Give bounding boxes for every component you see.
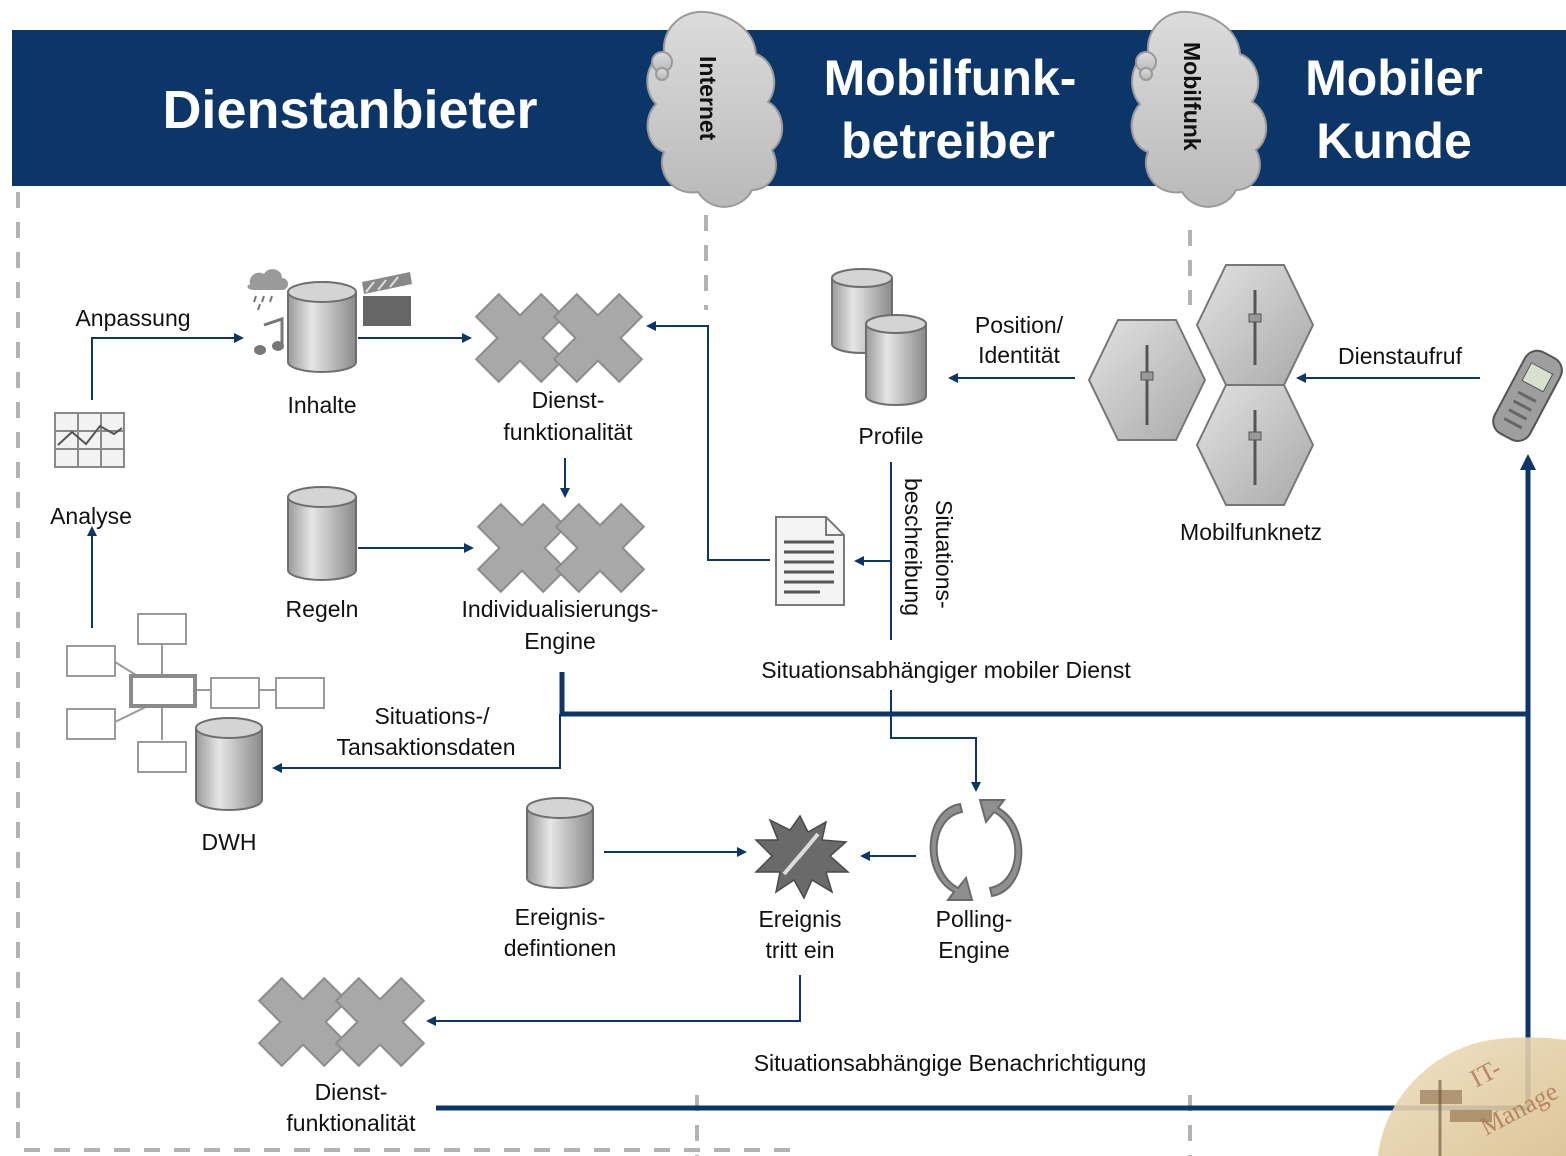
label-ereignis-def-line1: Ereignis- [515, 904, 606, 930]
label-engine-line2: Engine [524, 628, 596, 654]
label-analyse: Analyse [50, 503, 132, 529]
arrow-anpassung [91, 333, 244, 400]
schema-diagram-icon [66, 613, 325, 773]
label-ereignis-line2: tritt ein [765, 937, 834, 963]
arrow-to-polling [890, 690, 981, 792]
label-notification: Situationsabhängige Benachrichtigung [754, 1050, 1147, 1076]
label-dienst-top-line1: Dienst- [532, 387, 605, 413]
boundary-lines [16, 192, 1192, 1156]
header-operator-line2: betreiber [841, 113, 1055, 169]
it-management-logo: IT- Manage [1378, 1037, 1566, 1156]
label-position-line1: Position/ [975, 312, 1064, 338]
label-situation-line2: beschreibung [900, 478, 926, 616]
label-position-line2: Identität [978, 342, 1060, 368]
arrow-document-dienst [646, 321, 770, 561]
label-polling-line2: Engine [938, 937, 1010, 963]
label-dienst-bottom-line1: Dienst- [315, 1079, 388, 1105]
internet-cloud-icon [646, 10, 784, 208]
label-situation-line1: Situations- [931, 500, 957, 609]
label-trans-line2: Tansaktionsdaten [336, 734, 515, 760]
label-ereignis-def-line2: defintionen [504, 935, 617, 961]
service-puzzle-icon-top [474, 292, 644, 384]
label-trans-line1: Situations-/ [374, 703, 490, 729]
label-ereignis-line1: Ereignis [758, 906, 841, 932]
label-profile: Profile [858, 423, 923, 449]
service-puzzle-icon-bottom [257, 976, 426, 1068]
label-mobile-service: Situationsabhängiger mobiler Dienst [761, 657, 1131, 683]
regeln-database-icon [287, 486, 357, 581]
label-dienst-bottom-line2: funktionalität [286, 1110, 416, 1136]
label-dienstaufruf: Dienstaufruf [1338, 343, 1463, 369]
mobile-phone-icon [1492, 349, 1563, 442]
label-engine-line1: Individualisierungs- [462, 596, 659, 622]
cloud-mobile-label: Mobilfunk [1179, 42, 1205, 151]
label-mobilfunknetz: Mobilfunknetz [1180, 519, 1322, 545]
analysis-chart-icon [54, 412, 125, 468]
label-polling-line1: Polling- [936, 906, 1013, 932]
header-customer-line1: Mobiler [1305, 50, 1483, 106]
mobile-network-cloud-icon [1130, 10, 1268, 208]
ereignis-database-icon [526, 797, 594, 889]
cloud-internet-label: Internet [695, 56, 721, 141]
header-bar [12, 30, 1566, 186]
line-mobile-service [559, 672, 1528, 717]
engine-puzzle-icon [476, 502, 646, 594]
profile-database-icon [831, 268, 927, 406]
label-dienst-top-line2: funktionalität [503, 419, 633, 445]
music-note-icon [254, 316, 284, 355]
document-icon [775, 516, 845, 606]
label-regeln: Regeln [286, 596, 359, 622]
inhalte-database-icon [287, 281, 357, 373]
dwh-database-icon [195, 717, 263, 811]
arrow-engine-dwh [272, 714, 561, 773]
label-anpassung: Anpassung [75, 305, 190, 331]
header-provider: Dienstanbieter [162, 80, 537, 140]
arrow-ereignis-dienst [426, 975, 801, 1026]
weather-icon [247, 269, 288, 311]
label-dwh: DWH [202, 829, 257, 855]
label-inhalte: Inhalte [287, 392, 356, 418]
clapperboard-icon [362, 272, 412, 326]
header-customer-line2: Kunde [1316, 113, 1472, 169]
header-operator-line1: Mobilfunk- [824, 50, 1077, 106]
event-burst-icon [754, 814, 850, 900]
polling-cycle-icon [929, 799, 1023, 901]
mobile-network-icon [1087, 264, 1315, 506]
